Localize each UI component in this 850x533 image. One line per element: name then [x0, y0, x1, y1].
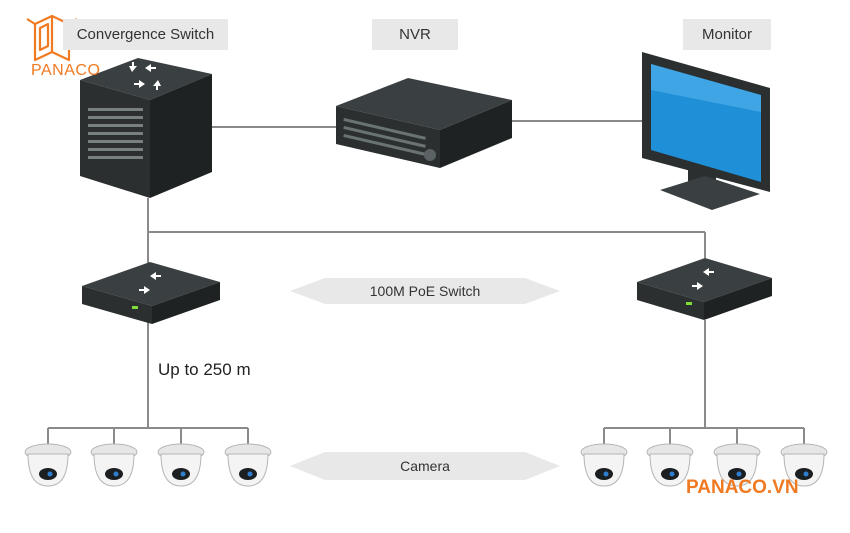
right-poe-switch-device [637, 258, 772, 320]
dome-camera-icon [24, 443, 72, 487]
connection-lines [47, 120, 805, 446]
dome-camera-icon [713, 443, 761, 487]
dome-camera-icon [157, 443, 205, 487]
brand-logo-text: PANACO [31, 62, 101, 79]
switch-arrows-icon [692, 268, 714, 290]
dome-camera-icon [580, 443, 628, 487]
dome-camera-icon [646, 443, 694, 487]
dome-camera-icon [90, 443, 138, 487]
camera-label: Camera [400, 458, 450, 474]
convergence-switch-label: Convergence Switch [63, 19, 228, 50]
switch-arrows-icon [129, 62, 161, 90]
switch-arrows-icon [139, 272, 161, 294]
nvr-device [336, 78, 512, 168]
watermark-text: PANACO.VN [686, 477, 799, 498]
dome-camera-icon [224, 443, 272, 487]
left-poe-switch-device [82, 262, 220, 324]
nvr-label: NVR [372, 19, 458, 50]
monitor-label: Monitor [683, 19, 771, 50]
camera-double-arrow [290, 452, 560, 480]
poe-switch-double-arrow [290, 278, 560, 304]
camera-group [24, 443, 828, 487]
monitor-device [642, 52, 770, 210]
dome-camera-icon [780, 443, 828, 487]
poe-switch-label: 100M PoE Switch [369, 283, 481, 299]
nvr-dial-icon [424, 149, 436, 161]
distance-label: Up to 250 m [158, 360, 251, 379]
convergence-switch-device [80, 58, 212, 198]
